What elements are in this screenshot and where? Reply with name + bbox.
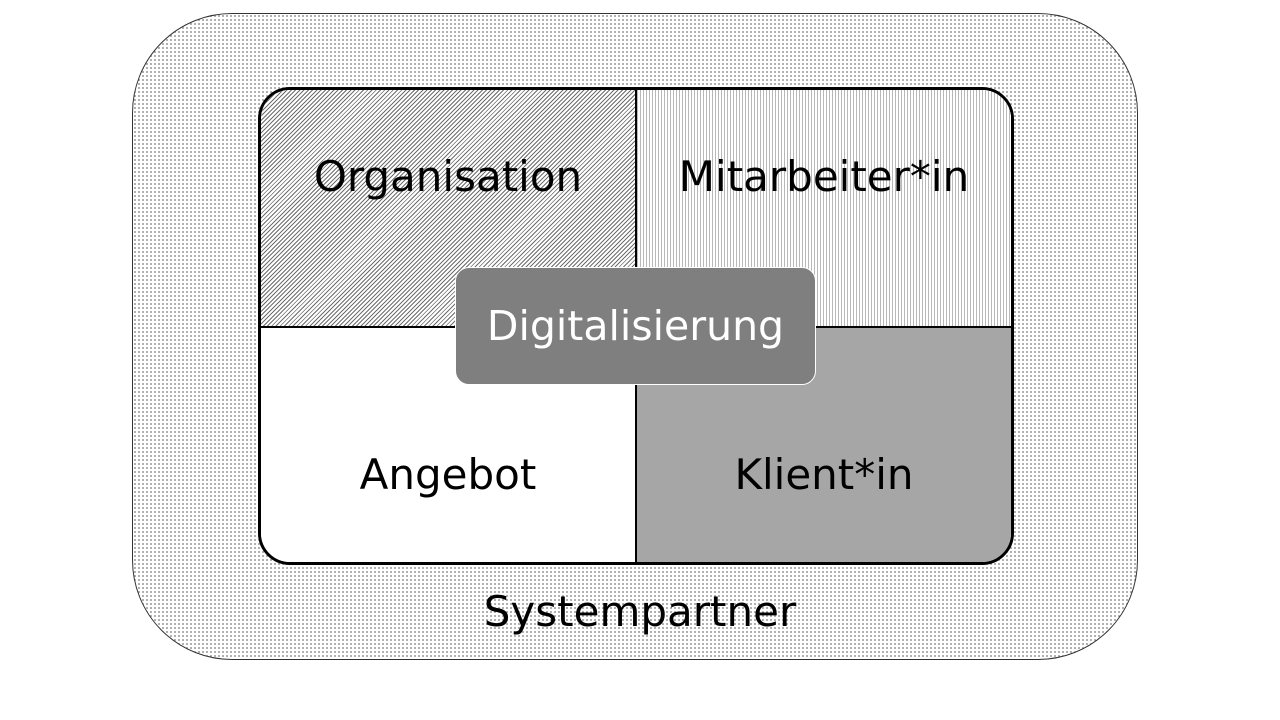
- quadrant-angebot-label: Angebot: [359, 450, 537, 499]
- quadrant-klient-label: Klient*in: [734, 450, 914, 499]
- quadrant-mitarbeiter: Mitarbeiter*in: [637, 90, 1011, 328]
- quadrant-mitarbeiter-label: Mitarbeiter*in: [678, 152, 970, 201]
- systempartner-label: Systempartner: [483, 587, 797, 636]
- quadrant-organisation-label: Organisation: [313, 152, 583, 201]
- digitalisierung-label: Digitalisierung: [486, 302, 785, 350]
- digitalisierung-box: Digitalisierung: [455, 267, 816, 385]
